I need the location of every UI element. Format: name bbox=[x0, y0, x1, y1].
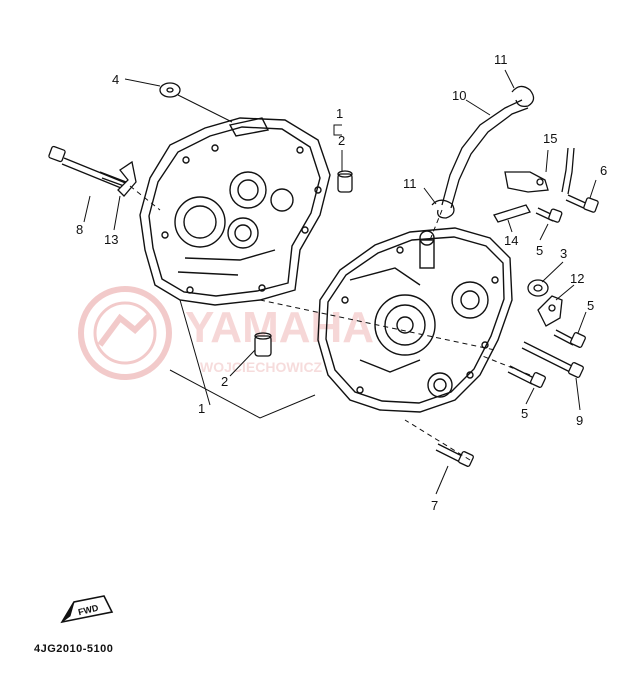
callout-5-b: 5 bbox=[587, 298, 594, 313]
watermark-subtext: WOJCIECHOWICZ bbox=[200, 359, 323, 375]
callout-8: 8 bbox=[76, 222, 83, 237]
dowel-pin-2-top bbox=[337, 173, 353, 193]
leader-lines bbox=[83, 69, 597, 495]
callout-2-bot: 2 bbox=[221, 374, 228, 389]
bolt-part-6 bbox=[565, 194, 599, 213]
callout-5-c: 5 bbox=[521, 406, 528, 421]
washer-part-4 bbox=[159, 82, 181, 98]
bolt-part-9 bbox=[521, 341, 584, 378]
callout-11-mid: 11 bbox=[403, 176, 417, 191]
bolt-part-5-right bbox=[553, 329, 586, 348]
callout-15: 15 bbox=[543, 131, 557, 146]
dowel-pin-2-bottom bbox=[254, 335, 272, 357]
callout-4: 4 bbox=[112, 72, 119, 87]
watermark-logo-icon bbox=[78, 286, 172, 380]
callout-11-top: 11 bbox=[494, 52, 508, 67]
fwd-label: FWD bbox=[77, 602, 100, 617]
callout-12: 12 bbox=[570, 271, 584, 286]
bracket-part-15 bbox=[504, 171, 549, 193]
small-parts bbox=[48, 82, 599, 467]
callout-1-bot: 1 bbox=[198, 401, 205, 416]
watermark: YAMAHA WOJCIECHOWICZ bbox=[78, 286, 374, 380]
hose-clip-part-11-top bbox=[511, 85, 535, 108]
callout-10: 10 bbox=[452, 88, 466, 103]
washer-part-3 bbox=[527, 279, 549, 297]
bolt-part-8 bbox=[48, 145, 129, 191]
callout-6: 6 bbox=[600, 163, 607, 178]
callout-5-a: 5 bbox=[536, 243, 543, 258]
fwd-arrow-icon: FWD bbox=[60, 595, 114, 624]
right-crankcase bbox=[317, 227, 513, 413]
callout-7: 7 bbox=[431, 498, 438, 513]
hose-clip-part-11-mid bbox=[431, 199, 455, 219]
plate-part-14 bbox=[493, 204, 531, 223]
clamp-part-13 bbox=[117, 160, 137, 197]
breather-hose-part-10 bbox=[441, 99, 523, 206]
left-crankcase bbox=[139, 117, 331, 306]
callout-3: 3 bbox=[560, 246, 567, 261]
callout-13: 13 bbox=[104, 232, 118, 247]
bolt-part-5-lower bbox=[507, 365, 546, 388]
callout-9: 9 bbox=[576, 413, 583, 428]
watermark-brand: YAMAHA bbox=[185, 303, 374, 352]
bolt-part-5-upper bbox=[535, 207, 563, 223]
bolt-part-7 bbox=[435, 443, 474, 467]
drawing-code: 4JG2010-5100 bbox=[34, 643, 113, 655]
callout-14: 14 bbox=[504, 233, 518, 248]
callout-1-top: 1 bbox=[336, 106, 343, 121]
callout-2-top: 2 bbox=[338, 133, 345, 148]
callout-labels: 4 1 2 8 13 11 10 15 6 11 14 5 3 12 5 5 9… bbox=[76, 52, 607, 513]
